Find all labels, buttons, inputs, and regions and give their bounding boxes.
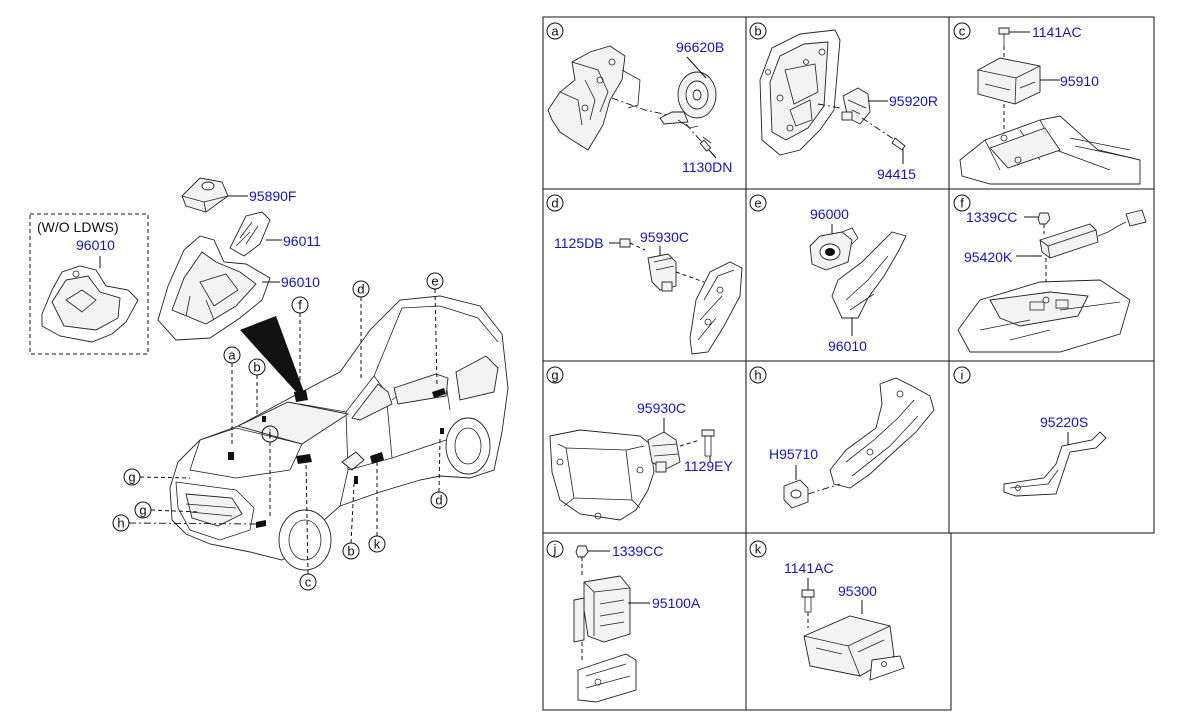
callout-i: i [261, 425, 279, 518]
part-number: 95420K [964, 249, 1013, 265]
svg-text:c: c [305, 575, 312, 590]
part-number: 95100A [652, 595, 701, 611]
cell-letter: h [754, 368, 761, 383]
part-number: 95890F [249, 188, 296, 204]
callout-d-bottom: d [430, 437, 448, 509]
pointer-wedge [240, 316, 304, 394]
part-number: 1125DB [554, 235, 604, 251]
cell-letter: c [959, 24, 966, 39]
occupant-sensor-strip [1003, 431, 1107, 497]
cell-b: b 95920R 94415 [749, 22, 938, 182]
cell-d: d 1125DB 95930C [546, 194, 743, 355]
callout-d-top: d [352, 280, 370, 380]
part-number: 95300 [838, 583, 877, 599]
part-number: 95910 [1060, 73, 1099, 89]
cell-letter: j [553, 542, 557, 557]
wo-ldws-group: (W/O LDWS) 96010 [29, 213, 149, 355]
nut [1037, 212, 1051, 225]
part-number: 96000 [810, 206, 849, 222]
callout-a: a [223, 346, 241, 446]
control-module [583, 575, 631, 643]
part-number: 96010 [281, 274, 320, 290]
connector [1125, 209, 1147, 227]
svg-text:g: g [139, 503, 146, 518]
cell-label-circle [546, 22, 564, 40]
mounting-bracket [547, 45, 626, 151]
cell-letter: b [754, 24, 761, 39]
part-number: 96010 [828, 338, 867, 354]
svg-text:b: b [347, 544, 354, 559]
svg-text:k: k [374, 537, 381, 552]
part-number: 1130DN [682, 159, 732, 175]
part-number: 96620B [676, 39, 724, 55]
cell-a: a 96620B 1130DN [546, 22, 732, 175]
svg-text:e: e [431, 274, 438, 289]
wo-ldws-label: (W/O LDWS) [37, 219, 119, 235]
svg-text:a: a [228, 348, 236, 363]
svg-text:d: d [357, 282, 364, 297]
part-number: H95710 [769, 446, 818, 462]
cell-letter: k [755, 542, 762, 557]
callout-k: k [368, 462, 386, 553]
svg-text:f: f [298, 298, 302, 313]
rear-wheel [445, 417, 491, 475]
svg-text:d: d [435, 493, 442, 508]
cell-letter: g [551, 368, 558, 383]
part-number: 1141AC [784, 560, 834, 576]
camera-parts-group: 95890F 96011 96010 [157, 177, 321, 341]
radiator-support [549, 429, 655, 521]
detail-grid [542, 16, 1155, 711]
cell-e: e 96000 96010 [749, 194, 907, 354]
svg-text:h: h [117, 516, 124, 531]
cell-k: k 1141AC 95300 [749, 540, 905, 681]
cell-letter: i [961, 368, 964, 383]
part-number: 95930C [640, 229, 689, 245]
part-number: 1339CC [612, 543, 663, 559]
cell-c: c 1141AC 95910 [953, 22, 1141, 185]
cell-h: h H95710 [749, 366, 935, 509]
nut [575, 545, 589, 558]
svg-text:i: i [269, 427, 272, 442]
bracket-96011 [229, 211, 271, 257]
part-number: 96011 [283, 233, 321, 249]
front-pillar [689, 261, 743, 355]
front-impact-sensor [647, 253, 677, 291]
acu-module [977, 57, 1041, 105]
callout-b-bottom: b [342, 483, 360, 560]
callout-c: c [299, 461, 317, 591]
cell-letter: a [551, 24, 559, 39]
callout-g-1: g [123, 468, 191, 486]
callout-g-2: g [134, 501, 201, 519]
part-number: 1339CC [966, 209, 1017, 225]
rear-sensor [1039, 223, 1099, 259]
cell-g: g 95930C 1129EY [546, 366, 733, 521]
vehicle-illustration: a b i f d e d [112, 272, 509, 591]
part-number: 94415 [877, 166, 916, 182]
cell-j: j 1339CC 95100A [546, 540, 701, 703]
svg-text:g: g [128, 470, 135, 485]
cell-letter: d [551, 196, 558, 211]
cell-f: f 1339CC 95420K [953, 194, 1147, 353]
callout-f: e [426, 272, 444, 387]
part-number: 1129EY [684, 458, 733, 474]
part-number: 1141AC [1032, 24, 1082, 40]
cell-letter: f [960, 196, 964, 211]
front-impact-sensor [647, 431, 681, 471]
cell-i: i 95220S [953, 366, 1107, 497]
part-number: 95220S [1040, 414, 1088, 430]
callout-b-top: b [248, 358, 266, 414]
cell-letter: e [754, 196, 761, 211]
svg-text:b: b [253, 360, 260, 375]
callout-h: h [112, 514, 257, 532]
part-number: 95930C [637, 400, 686, 416]
part-number: 95920R [889, 93, 938, 109]
part-number: 96010 [76, 237, 115, 253]
mounting-bracket [577, 653, 637, 703]
front-wheel [278, 509, 332, 571]
camera-bracket [831, 231, 907, 319]
callout-e: f [291, 296, 309, 388]
